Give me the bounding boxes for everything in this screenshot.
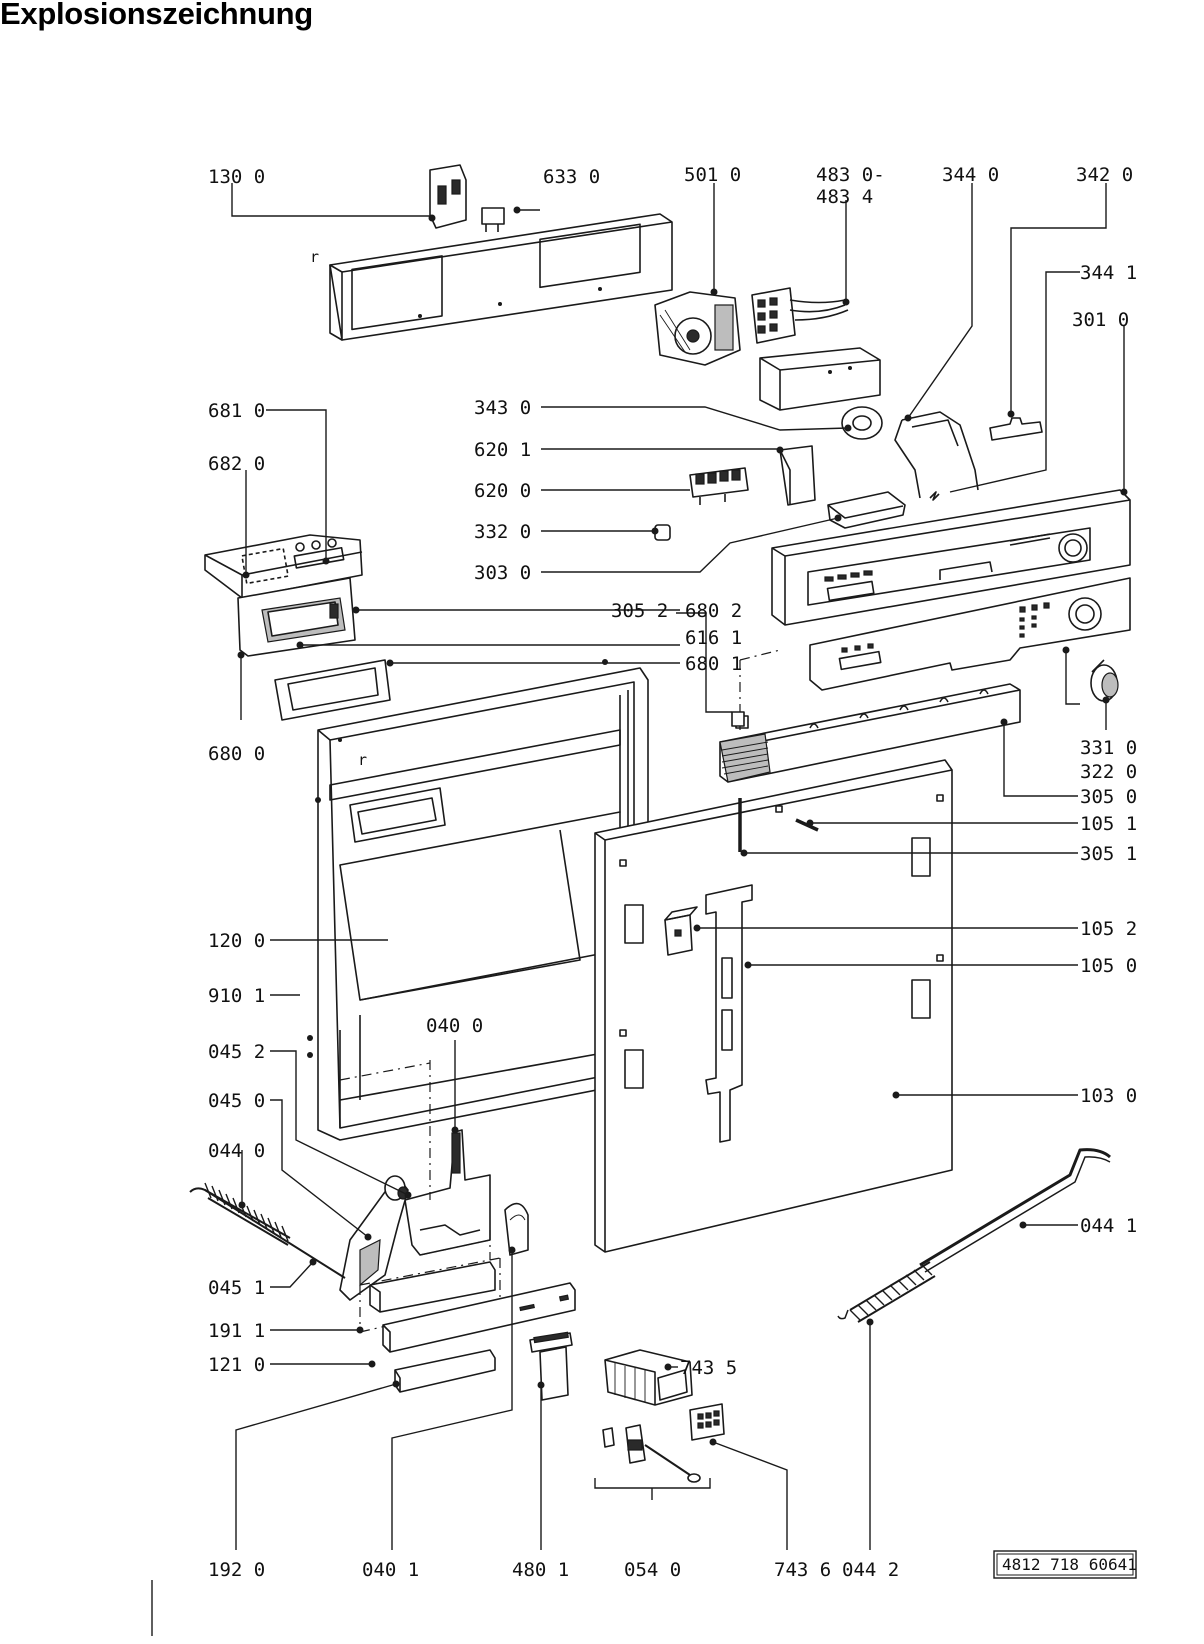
callout-616-1: 616 1 — [685, 627, 742, 649]
callout-105-1: 105 1 — [1080, 813, 1137, 835]
callout-682: 682 0 — [208, 453, 265, 475]
callout-332: 332 0 — [474, 521, 531, 543]
leader-lines — [231, 183, 1125, 1550]
callout-labels: 130 0 633 0 501 0 483 0- 483 4 344 0 342… — [208, 164, 1137, 1581]
callout-045-2: 045 2 — [208, 1041, 265, 1063]
callout-045-1: 045 1 — [208, 1277, 265, 1299]
lower-panel-322-part — [809, 577, 1131, 691]
callout-301: 301 0 — [1072, 309, 1129, 331]
callout-620-1: 620 1 — [474, 439, 531, 461]
callout-121: 121 0 — [208, 1354, 265, 1376]
callout-130: 130 0 — [208, 166, 265, 188]
switch-block-620-part — [689, 467, 749, 505]
callout-680-1: 680 1 — [685, 653, 742, 675]
callout-342: 342 0 — [1076, 164, 1133, 186]
lever-344-part — [894, 411, 979, 501]
bracket-303-part — [827, 491, 906, 529]
document-number-box: 4812 718 60641 — [993, 1550, 1137, 1579]
callout-105-2: 105 2 — [1080, 918, 1137, 940]
callout-483-a: 483 0- — [816, 164, 885, 186]
svg-text:r: r — [310, 248, 319, 266]
knob-332-part — [651, 524, 671, 541]
box-7435-part — [604, 1349, 693, 1406]
callout-681: 681 0 — [208, 400, 265, 422]
bracket-342-part — [989, 410, 1043, 441]
callout-910-1: 910 1 — [208, 985, 265, 1007]
knob-331-part — [1090, 659, 1119, 704]
switch-633-part — [481, 206, 521, 232]
callout-303: 303 0 — [474, 562, 531, 584]
callout-344-1: 344 1 — [1080, 262, 1137, 284]
callout-103: 103 0 — [1080, 1085, 1137, 1107]
outer-door-103-part — [594, 649, 953, 1253]
callout-045: 045 0 — [208, 1090, 265, 1112]
gasket-6801-part — [274, 659, 394, 721]
callout-633: 633 0 — [543, 166, 600, 188]
callout-743-6: 743 6 — [774, 1559, 831, 1581]
holder-6201-part — [776, 445, 816, 506]
callout-305: 305 0 — [1080, 786, 1137, 808]
connector-483-part — [751, 287, 850, 344]
kit-054-part — [594, 1424, 711, 1500]
hinge-arm-045-part — [339, 1175, 412, 1301]
hinge-040-part — [404, 1060, 491, 1260]
callout-191-1: 191 1 — [208, 1320, 265, 1342]
callout-305-1: 305 1 — [1080, 843, 1137, 865]
page-title: Explosionszeichnung — [0, 0, 313, 31]
timer-motor-501-part — [654, 288, 741, 366]
callout-343: 343 0 — [474, 397, 531, 419]
callout-040-1: 040 1 — [362, 1559, 419, 1581]
rod-0441-part — [837, 1148, 1112, 1326]
callout-480-1: 480 1 — [512, 1559, 569, 1581]
callout-743-5: 743 5 — [680, 1357, 737, 1379]
document-number: 4812 718 60641 — [1002, 1555, 1137, 1574]
callout-620: 620 0 — [474, 480, 531, 502]
timer-bracket-part — [759, 347, 881, 411]
control-rail-part: r — [310, 213, 673, 341]
callout-344: 344 0 — [942, 164, 999, 186]
handle-strip-305-part — [719, 683, 1021, 783]
callout-120: 120 0 — [208, 930, 265, 952]
callout-040: 040 0 — [426, 1015, 483, 1037]
callout-044-2: 044 2 — [842, 1559, 899, 1581]
callout-044: 044 0 — [208, 1140, 265, 1162]
spring-044-part — [189, 1182, 346, 1279]
callout-501: 501 0 — [684, 164, 741, 186]
callout-054: 054 0 — [624, 1559, 681, 1581]
callout-483-b: 483 4 — [816, 186, 873, 208]
front-panel-301-part — [771, 488, 1131, 626]
callout-331: 331 0 — [1080, 737, 1137, 759]
hinge-plate-0401-part — [504, 1202, 529, 1256]
vent-7436-part — [689, 1403, 725, 1446]
dispenser-680-part — [204, 534, 363, 659]
callout-680-2: 680 2 — [685, 600, 742, 622]
callout-322: 322 0 — [1080, 761, 1137, 783]
callout-192: 192 0 — [208, 1559, 265, 1581]
callout-680: 680 0 — [208, 743, 265, 765]
ring-343-part — [841, 406, 883, 440]
bracket-130-part — [428, 164, 467, 229]
svg-text:r: r — [358, 751, 367, 769]
callout-305-2: 305 2 — [611, 600, 668, 622]
clip-4801-part — [529, 1331, 573, 1401]
callout-044-1: 044 1 — [1080, 1215, 1137, 1237]
callout-105: 105 0 — [1080, 955, 1137, 977]
